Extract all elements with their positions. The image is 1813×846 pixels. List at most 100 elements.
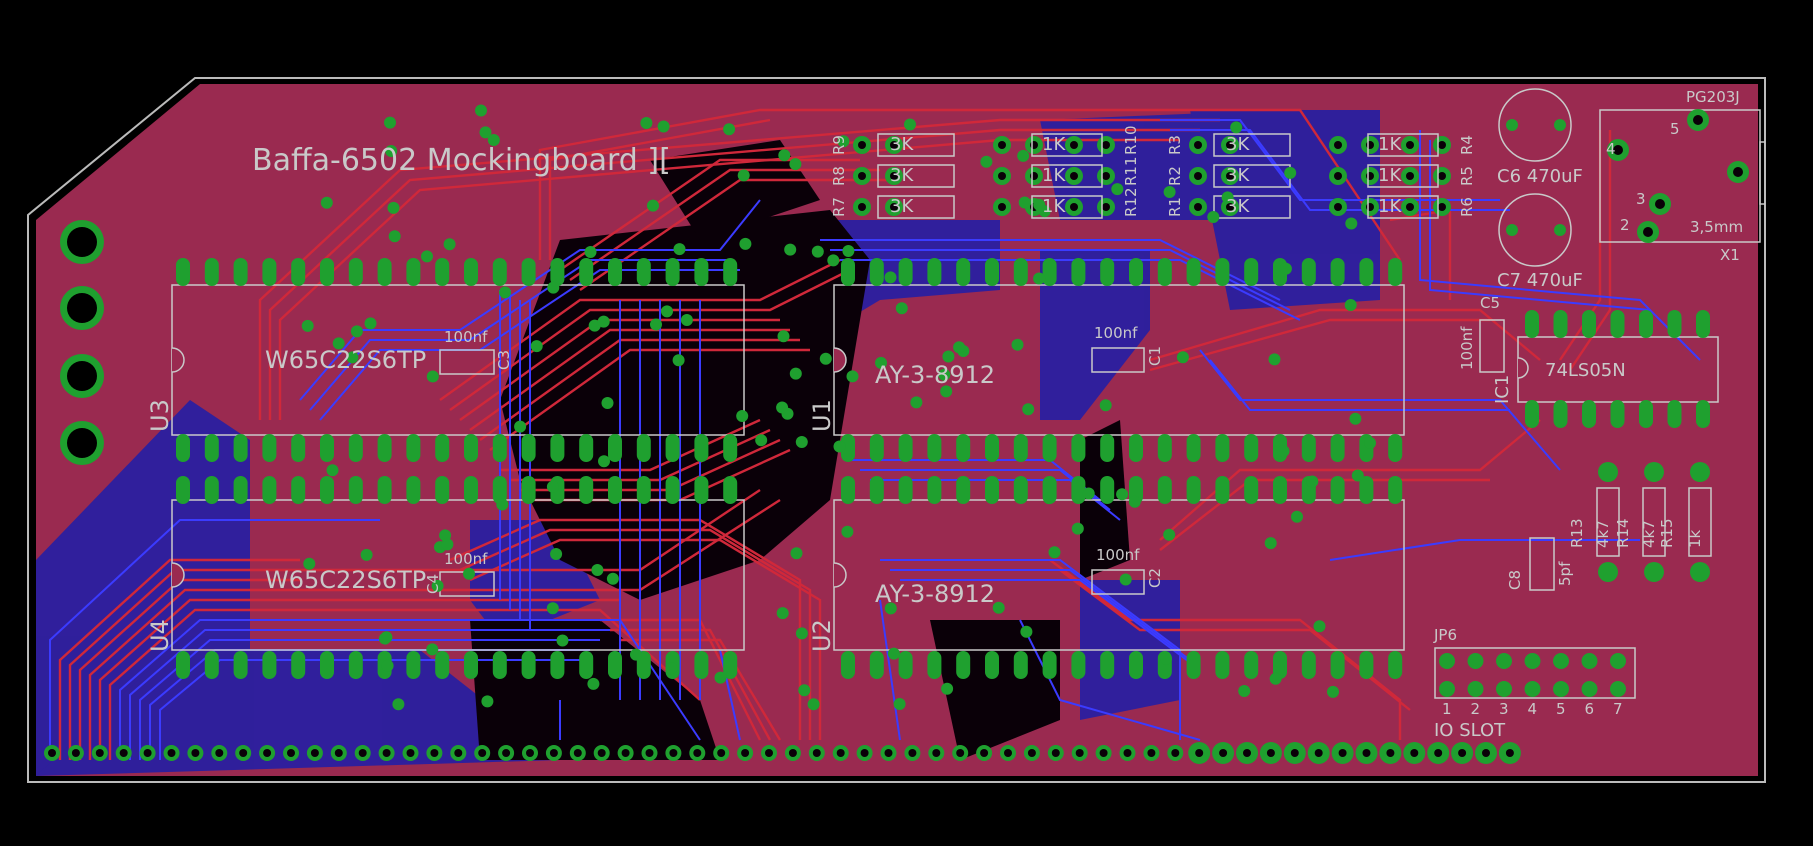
c6-label: C6 470uF [1497, 168, 1583, 186]
u1-name: U1 [808, 399, 836, 432]
u1-top-pad [956, 258, 971, 286]
via [588, 319, 601, 332]
u4-top-pad [579, 476, 594, 504]
c3-value: 100nf [444, 328, 488, 346]
edge-connector-hole [621, 749, 630, 757]
resistor-name: R1 [1166, 197, 1184, 217]
u3-top-pad [694, 258, 709, 286]
resistor-body [877, 133, 955, 157]
u3-bottom-pad [665, 434, 680, 462]
via [736, 410, 749, 422]
u1-top-pad [1013, 258, 1028, 286]
u1-bottom-pad [869, 434, 884, 462]
jack-pad-drill [1733, 167, 1743, 177]
via [1351, 469, 1364, 482]
ic1-top-pad [1667, 310, 1682, 338]
via [1017, 149, 1030, 162]
via [884, 271, 897, 284]
resistor-pad-drill [890, 172, 898, 180]
u2-top-pad [1186, 476, 1201, 504]
jp6-pin-number: 7 [1613, 700, 1623, 718]
via [938, 368, 951, 381]
via [1022, 403, 1035, 416]
u1-bottom-pad [1215, 434, 1230, 462]
via [1349, 412, 1362, 425]
jp6-pin [1467, 653, 1484, 669]
via [980, 155, 993, 168]
u3-bottom-pad [262, 434, 277, 462]
board-title: Baffa-6502 Mockingboard ][ [252, 143, 671, 178]
jp6-pin [1467, 681, 1484, 697]
resistor-pad-drill [1438, 172, 1446, 180]
c2-name: C2 [1146, 567, 1164, 588]
u1-top-pad [985, 258, 999, 286]
u1-top-pad [841, 258, 855, 286]
u2-top-pad [1013, 476, 1028, 504]
u3-bottom-pad [492, 434, 507, 462]
ic1-value: 74LS05N [1545, 360, 1626, 381]
u4-top-pad [464, 476, 478, 504]
resistor-pad-drill [1334, 141, 1342, 149]
edge-connector-hole [1075, 749, 1084, 757]
u2-value: AY-3-8912 [875, 580, 996, 608]
u3-value: W65C22S6TP [265, 346, 427, 374]
via [443, 238, 456, 251]
edge-connector-hole [1505, 749, 1514, 757]
u3-top-pad [608, 258, 622, 286]
r13-name: R13 [1568, 518, 1586, 548]
u1-bottom-pad [927, 434, 942, 462]
via [1163, 186, 1176, 198]
edge-connector-hole [1219, 749, 1228, 757]
c1-value: 100nf [1094, 324, 1138, 342]
via [496, 498, 509, 511]
via [1099, 399, 1112, 412]
u4-bottom-pad [521, 651, 536, 679]
edge-connector-hole [215, 749, 224, 757]
edge-connector-hole [1482, 749, 1490, 757]
u3-top-pad [579, 258, 594, 286]
edge-connector-hole [526, 749, 534, 757]
edge-connector-hole [1410, 749, 1419, 757]
via [392, 698, 405, 711]
resistor-pad-drill [1070, 141, 1078, 149]
x1-name: X1 [1720, 246, 1740, 264]
via [941, 682, 954, 695]
via [1176, 351, 1189, 364]
u2-bottom-pad [927, 651, 942, 679]
vias [301, 104, 1376, 711]
u4-top-pad [233, 476, 248, 504]
u1-bottom-pad [1157, 434, 1172, 462]
via [1344, 299, 1357, 311]
u1-top-pad [1100, 258, 1115, 286]
edge-connector-hole [358, 749, 367, 757]
u1-bottom-pad [1129, 434, 1143, 462]
chip-notches [171, 347, 1529, 588]
via [904, 118, 916, 131]
via [673, 243, 686, 256]
edge-connector-hole [812, 749, 821, 757]
resistor-body [1596, 487, 1620, 557]
resistor-value: 3K [1226, 134, 1250, 155]
resistor-pad-drill [858, 203, 866, 211]
r13-value: 4k7 [1594, 520, 1612, 548]
jp6-pin [1439, 653, 1455, 669]
resistor-pad-drill [1070, 172, 1078, 180]
edge-connector-hole [573, 749, 582, 757]
c6-outline [1498, 88, 1572, 162]
via [546, 480, 559, 493]
via [1306, 475, 1319, 488]
resistor-value: 3K [890, 165, 914, 186]
via [598, 455, 610, 468]
resistor-pad [1598, 562, 1618, 582]
resistor-pad-drill [1194, 203, 1202, 211]
cap-pad [1506, 224, 1518, 236]
u2-name: U2 [808, 619, 836, 652]
cap-pad [1554, 119, 1566, 131]
via [360, 548, 373, 561]
u1-top-pad [1186, 258, 1201, 286]
ic1-top-pad [1639, 310, 1653, 338]
u4-bottom-pad [608, 651, 622, 679]
via [587, 677, 600, 690]
via [463, 567, 475, 580]
edge-connector-hole [1338, 749, 1347, 757]
